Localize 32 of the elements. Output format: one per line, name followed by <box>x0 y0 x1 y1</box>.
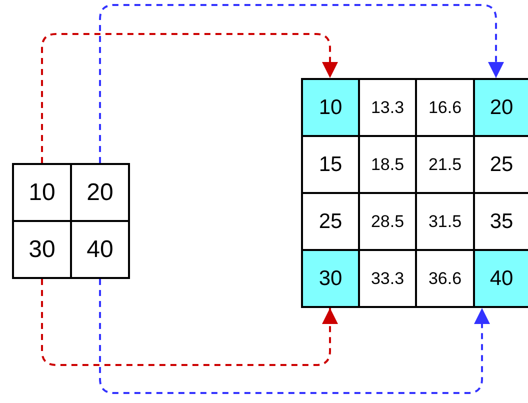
table-cell <box>12 220 72 279</box>
cell-value: 21.5 <box>428 154 462 174</box>
dashed-arrow <box>99 279 490 394</box>
cell-value: 36.6 <box>428 268 462 288</box>
cell-value: 20 <box>86 178 114 206</box>
cell-value: 10 <box>318 96 342 120</box>
table-cell <box>12 163 72 222</box>
cell-value: 30 <box>28 236 56 264</box>
table-cell <box>301 249 360 308</box>
cell-value: 15 <box>318 152 342 176</box>
dashed-arrow <box>41 33 338 163</box>
cell-value: 40 <box>86 236 114 264</box>
table-cell <box>473 249 528 308</box>
cell-value: 35 <box>490 210 514 234</box>
table-cell <box>473 78 528 137</box>
cell-value: 33.3 <box>370 268 404 288</box>
dashed-arrow <box>99 4 504 163</box>
table-cell <box>70 220 130 279</box>
cell-value: 28.5 <box>370 212 404 232</box>
table-cell <box>70 163 130 222</box>
table-cell <box>301 78 360 137</box>
cell-value: 30 <box>318 266 342 290</box>
cell-value: 13.3 <box>370 98 404 118</box>
cell-value: 25 <box>490 152 514 176</box>
cell-value: 18.5 <box>370 154 404 174</box>
cell-value: 16.6 <box>428 98 462 118</box>
cell-value: 31.5 <box>428 212 462 232</box>
dashed-arrow <box>41 279 338 366</box>
cell-value: 10 <box>28 178 56 206</box>
cell-value: 20 <box>490 96 514 120</box>
cell-value: 40 <box>490 266 514 290</box>
cell-value: 25 <box>318 210 342 234</box>
